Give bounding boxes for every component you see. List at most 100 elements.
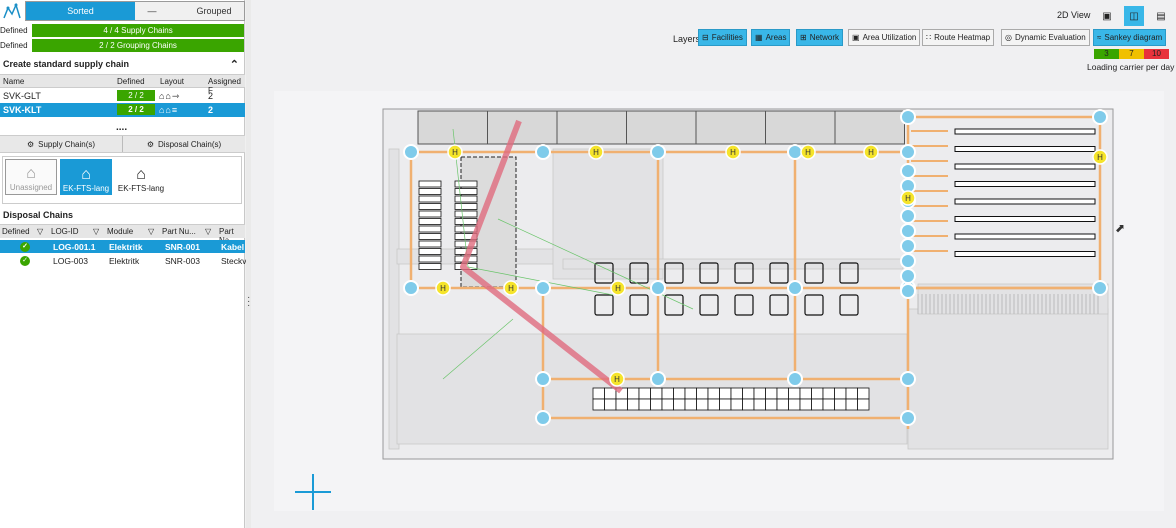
line-cell xyxy=(661,387,674,400)
floor-zone xyxy=(388,148,400,450)
line-cell xyxy=(776,398,789,411)
filter-icon[interactable]: ▽ xyxy=(148,227,155,236)
table-row[interactable]: SVK-GLT 2 / 2 ⌂⌂⇾ 2 xyxy=(0,89,245,103)
table-row[interactable]: ✓ LOG-001.1 Elektritk SNR-001 Kabel xyxy=(0,240,245,253)
line-cell xyxy=(627,387,640,400)
heatmap-icon: ∷ xyxy=(926,33,932,42)
grouped-prefix: — xyxy=(147,6,157,16)
layer-button-network[interactable]: ⊞Network xyxy=(796,29,844,46)
hub-node xyxy=(435,280,451,296)
workstation xyxy=(664,262,684,284)
hub-marker: H xyxy=(452,148,458,157)
garage-icon: ⌂ xyxy=(26,165,36,182)
rack-shelf xyxy=(454,188,478,195)
create-supply-chain-title: Create standard supply chain xyxy=(3,59,130,69)
network-node xyxy=(535,410,551,426)
hub-marker: H xyxy=(615,284,621,293)
col-log-id[interactable]: LOG-ID xyxy=(51,227,79,236)
hub-marker: H xyxy=(508,284,514,293)
layer-button-sankey-diagram[interactable]: ≈Sankey diagram xyxy=(1093,29,1167,46)
rack-shelf xyxy=(418,180,442,188)
row-module: Elektritk xyxy=(109,256,140,266)
layer-button-area-utilization[interactable]: ▣Area Utilization xyxy=(848,29,921,46)
chevron-up-icon[interactable]: ⌃ xyxy=(229,58,239,71)
window-icon[interactable]: ▤ xyxy=(1156,10,1166,22)
drag-handle-icon[interactable]: ··· xyxy=(247,292,251,311)
hub-marker: H xyxy=(1097,153,1103,162)
layer-label: Facilities xyxy=(711,33,743,42)
table-row[interactable]: ✓ LOG-003 Elektritk SNR-003 Steckv xyxy=(0,254,247,267)
chain-cards: ⌂Unassigned ⌂EK-FTS-lang ⌂EK-FTS-lang xyxy=(2,156,242,204)
grouped-toggle-button[interactable]: —Grouped xyxy=(135,2,244,20)
card-ek-fts-lang-selected[interactable]: ⌂EK-FTS-lang xyxy=(60,159,112,195)
row-name: SVK-KLT xyxy=(3,105,42,115)
panel-splitter[interactable]: ··· xyxy=(246,0,251,528)
col-defined[interactable]: Defined xyxy=(2,227,30,236)
line-cell xyxy=(765,398,778,411)
layer-button-facilities[interactable]: ⊟Facilities xyxy=(698,29,747,46)
sankey-flow xyxy=(460,119,623,394)
layer-label: Network xyxy=(809,33,840,42)
save-icon[interactable]: ▣ xyxy=(1102,10,1112,22)
line-cell xyxy=(719,387,732,400)
layer-button-route-heatmap[interactable]: ∷Route Heatmap xyxy=(922,29,995,46)
network-node xyxy=(900,268,916,284)
sorted-toggle-button[interactable]: Sorted xyxy=(26,2,135,20)
panel-layout-icon[interactable]: ◫ xyxy=(1124,6,1144,26)
network-node xyxy=(787,144,803,160)
sankey-legend-bar: 3 7 10 xyxy=(1094,49,1169,59)
network-node xyxy=(900,253,916,269)
layer-button-dynamic-evaluation[interactable]: ◎Dynamic Evaluation xyxy=(1001,29,1090,46)
card-unassigned[interactable]: ⌂Unassigned xyxy=(5,159,57,195)
supply-chain-icon: ⚙ xyxy=(26,139,35,149)
row-defined-badge: 2 / 2 xyxy=(117,90,155,101)
network-node xyxy=(787,371,803,387)
network-node xyxy=(650,144,666,160)
areas-icon: ▦ xyxy=(755,33,763,42)
col-assigned[interactable]: Assigned F xyxy=(208,77,241,95)
filter-icon[interactable]: ▽ xyxy=(93,227,100,236)
network-node xyxy=(1092,109,1108,125)
building-block xyxy=(695,110,766,145)
network-node xyxy=(900,163,916,179)
col-name[interactable]: Name xyxy=(3,77,25,86)
layer-button-areas[interactable]: ▦Areas xyxy=(751,29,791,46)
line-cell xyxy=(742,398,755,411)
garage-icon: ⌂ xyxy=(81,166,91,183)
create-supply-chain-header[interactable]: Create standard supply chain ⌃ xyxy=(0,56,245,72)
tab-disposal-chains-label: Disposal Chain(s) xyxy=(158,139,222,149)
grouping-chains-defined-row: Defined 2 / 2 Grouping Chains xyxy=(0,39,245,52)
line-cell xyxy=(592,398,605,411)
col-part-number[interactable]: Part Nu... xyxy=(162,227,196,236)
row-part-number: SNR-003 xyxy=(165,256,200,266)
filter-icon[interactable]: ▽ xyxy=(205,227,212,236)
col-defined[interactable]: Defined xyxy=(117,77,145,86)
network-node xyxy=(650,371,666,387)
workstation xyxy=(699,262,719,284)
table-row[interactable]: SVK-KLT 2 / 2 ⌂⌂≡ 2 xyxy=(0,103,245,117)
row-part-number: SNR-001 xyxy=(165,242,200,252)
tab-supply-chains[interactable]: ⚙Supply Chain(s) xyxy=(0,136,123,152)
line-cell xyxy=(627,398,640,411)
line-cell xyxy=(765,387,778,400)
more-rows-indicator[interactable]: .... xyxy=(116,122,128,133)
card-ek-fts-lang[interactable]: ⌂EK-FTS-lang xyxy=(115,159,167,195)
building-block xyxy=(834,110,905,145)
network-node xyxy=(900,410,916,426)
tab-disposal-chains[interactable]: ⚙Disposal Chain(s) xyxy=(123,136,245,152)
rack-shelf xyxy=(954,198,1096,205)
facilities-icon: ⊟ xyxy=(702,33,709,42)
col-module[interactable]: Module xyxy=(107,227,134,236)
line-cell xyxy=(696,398,709,411)
workstation xyxy=(769,262,789,284)
line-cell xyxy=(811,398,824,411)
rack-shelf xyxy=(454,203,478,210)
building-block xyxy=(487,110,558,145)
col-layout[interactable]: Layout xyxy=(160,77,185,86)
hub-marker: H xyxy=(440,284,446,293)
hub-marker: H xyxy=(868,148,874,157)
rack-shelf xyxy=(454,210,478,218)
filter-icon[interactable]: ▽ xyxy=(37,227,44,236)
